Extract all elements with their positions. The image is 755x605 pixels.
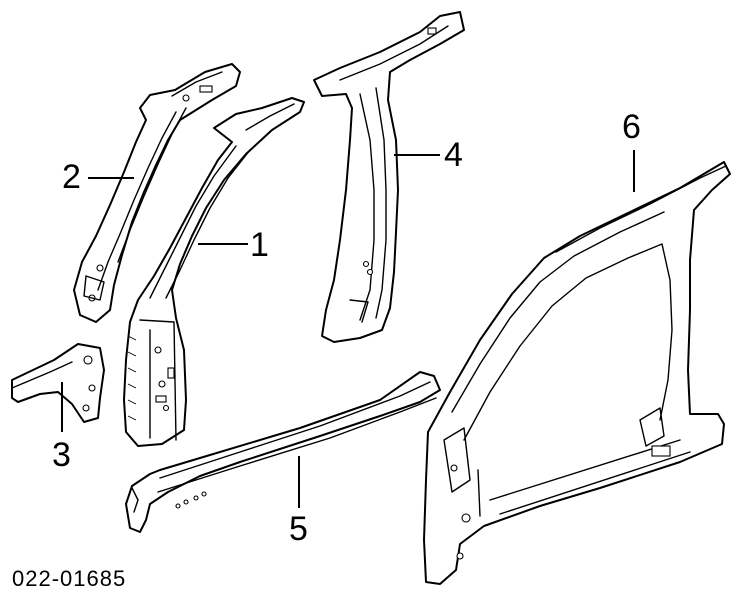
part-6-body-side-outer: [423, 161, 731, 585]
callout-3: 3: [52, 436, 71, 474]
callout-4: 4: [444, 136, 463, 174]
part-1-front-pillar: [123, 97, 305, 447]
callout-2: 2: [62, 158, 81, 196]
part-2-inner-pillar: [73, 63, 241, 323]
leader-lines: [61, 150, 635, 508]
part-4-center-pillar: [313, 11, 465, 343]
callout-6: 6: [622, 108, 641, 146]
callout-5: 5: [289, 510, 308, 548]
diagram-part-code: 022-01685: [12, 566, 127, 591]
part-3-bracket: [11, 343, 105, 423]
part-5-sill: [125, 371, 441, 533]
callout-1: 1: [250, 226, 269, 264]
